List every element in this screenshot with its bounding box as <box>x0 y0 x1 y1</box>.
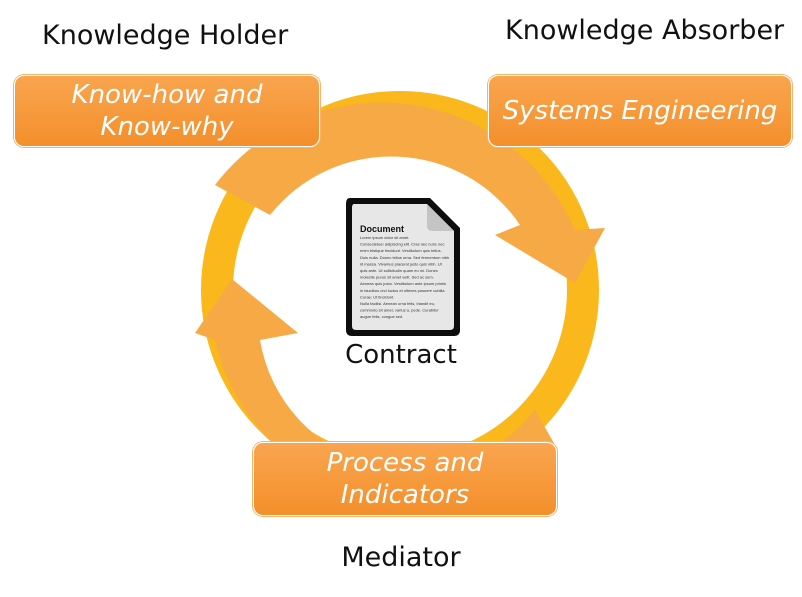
document-text-line: Lorem ipsum dolor sit amet. <box>360 235 409 240</box>
document-text-line: quis ante. Ut sollicitudin quam eu mi. D… <box>360 268 438 273</box>
mediator-box-line: Indicators <box>340 480 470 510</box>
mediator-label: Mediator <box>341 542 461 573</box>
document-title: Document <box>360 224 404 234</box>
document-text-line: Consectetuer adipiscing elit. Cras nec n… <box>360 242 445 247</box>
document-text-line: augue felis, congue sed. <box>360 314 403 319</box>
holder-box: Know-how and Know-why <box>14 75 320 147</box>
holder-box-line: Know-why <box>100 112 234 142</box>
knowledge-holder-label: Knowledge Holder <box>42 20 289 51</box>
contract-label: Contract <box>345 340 457 370</box>
document-text: Lorem ipsum dolor sit amet. Consectetuer … <box>360 235 449 319</box>
document-text-line: Nulla facilisi. Aenean urna felis, bland… <box>360 301 435 306</box>
knowledge-absorber-label: Knowledge Absorber <box>505 15 785 46</box>
document-text-line: Duis nulla. Donec tellus urna. Sed ferme… <box>360 255 449 260</box>
document-text-line: enim tristique tincidunt. Vestibulum qui… <box>360 248 442 253</box>
absorber-box-line: Systems Engineering <box>502 96 778 126</box>
holder-box-line: Know-how and <box>71 80 263 110</box>
absorber-box: Systems Engineering <box>488 75 792 147</box>
document-icon: Document Lorem ipsum dolor sit amet. Cons… <box>346 198 460 336</box>
cycle-arrow-top <box>215 102 605 284</box>
document-text-line: Curae; Ut tincidunt. <box>360 294 394 299</box>
document-text-line: Aenean quis justo. Vestibulum ante ipsum… <box>360 281 446 286</box>
mediator-box: Process and Indicators <box>253 442 557 516</box>
document-text-line: molestie purus sit amet velit. Sed ac se… <box>360 275 434 280</box>
document-text-line: commodo sit amet, varius a, pede. Curabi… <box>360 308 439 313</box>
document-text-line: in faucibus orci luctus et ultrices posu… <box>360 288 445 293</box>
document-text-line: id massa. Vivamus placerat justo quis ni… <box>360 261 443 266</box>
mediator-box-line: Process and <box>326 448 484 478</box>
